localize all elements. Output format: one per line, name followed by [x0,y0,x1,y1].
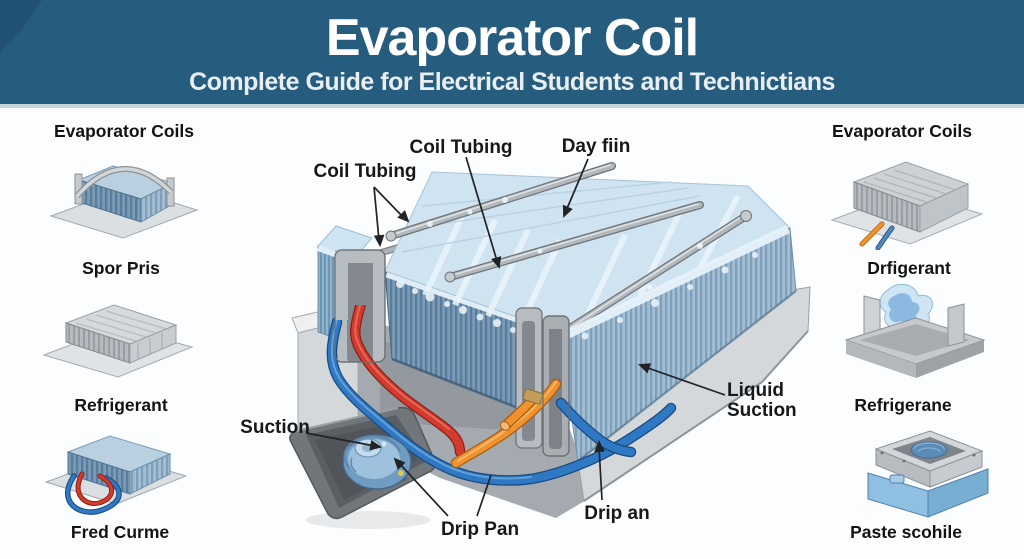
callout-coil-tubing-left: Coil Tubing [313,161,417,182]
coil-tubing-tubes [385,162,752,334]
callout-coil-tubing-top: Coil Tubing [409,137,513,158]
drip-tray-splash-icon [844,283,986,378]
right-label-evaporator-coils: Evaporator Coils [831,121,973,141]
right-label-paste-scohile: Paste scohile [850,522,962,542]
refrigerant-pipes [326,297,677,486]
coil-with-looped-tubes-icon [44,435,188,515]
drain-fitting [342,434,412,490]
coil-box-icon [867,430,989,518]
left-label-spor-pris: Spor Pris [82,258,160,278]
title-banner: Evaporator Coil Complete Guide for Elect… [0,0,1024,108]
left-label-evaporator-coils: Evaporator Coils [53,121,195,141]
callout-liquid-suction: Liquid Suction [727,380,797,421]
callout-drip-an: Drip an [584,503,650,524]
callout-day-fiin: Day fiin [561,136,631,157]
callout-drip-pan: Drip Pan [440,519,520,540]
right-label-drfigerant: Drfigerant [867,258,951,278]
flat-gray-coil-icon [42,304,194,378]
callout-suction: Suction [240,417,310,438]
page-subtitle: Complete Guide for Electrical Students a… [189,68,835,96]
callout-arrows [305,156,726,517]
strapped-evaporator-coil-icon [49,165,199,239]
gray-finned-coil-icon [830,161,984,250]
page-title: Evaporator Coil [325,9,699,67]
frame-covers [334,249,570,457]
left-label-fred-curme: Fred Curme [70,522,170,542]
left-label-refrigerant: Refrigerant [74,395,168,415]
right-label-refrigerane: Refrigerane [854,395,952,415]
